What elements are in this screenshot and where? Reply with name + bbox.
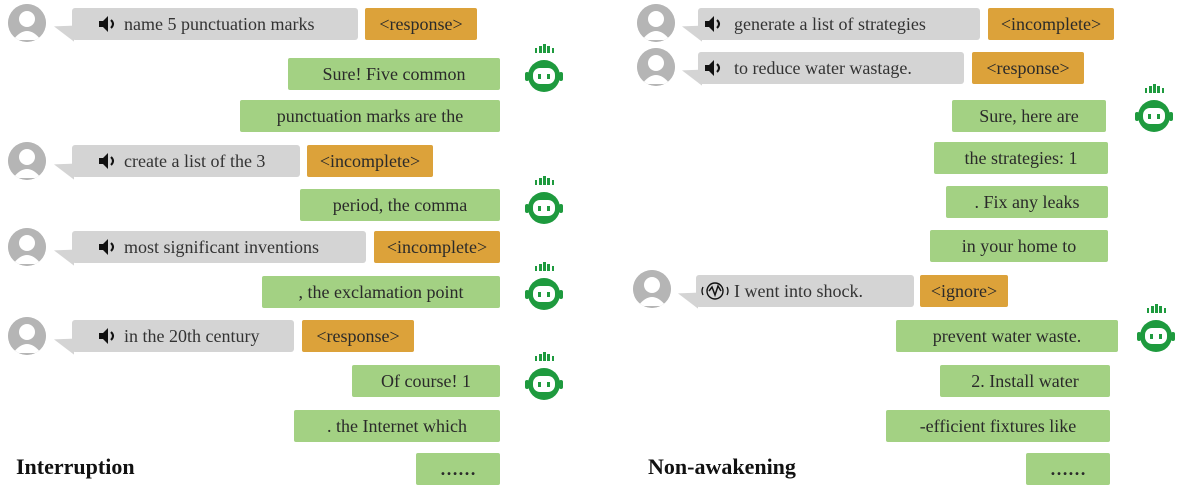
- speaker-icon: [99, 153, 114, 169]
- bot-bubble: prevent water waste.: [896, 320, 1118, 352]
- speaker-icon: [705, 16, 720, 32]
- bot-bubble: punctuation marks are the: [240, 100, 500, 132]
- user-text: in the 20th century: [124, 326, 260, 346]
- tag-badge: <incomplete>: [988, 8, 1114, 40]
- user-avatar: [8, 317, 46, 355]
- robot-icon: [1137, 304, 1175, 352]
- robot-avatar: [1132, 84, 1176, 134]
- audio-wave-icon: [701, 282, 729, 300]
- user-text: create a list of the 3: [124, 151, 266, 171]
- robot-avatar: [1134, 304, 1178, 354]
- bot-bubble: Of course! 1: [352, 365, 500, 397]
- bot-bubble: Sure! Five common: [288, 58, 500, 90]
- bot-bubble: 2. Install water: [940, 365, 1110, 397]
- user-bubble: I went into shock.: [696, 275, 914, 307]
- bot-bubble: in your home to: [930, 230, 1108, 262]
- tag-badge: <response>: [365, 8, 477, 40]
- panel-caption: Non-awakening: [648, 454, 796, 479]
- robot-icon: [1135, 84, 1173, 132]
- speaker-icon: [99, 239, 114, 255]
- robot-avatar: [522, 176, 566, 226]
- bot-bubble: Sure, here are: [952, 100, 1106, 132]
- speaker-icon: [99, 16, 114, 32]
- speaker-icon: [705, 60, 720, 76]
- robot-icon: [525, 262, 563, 310]
- tag-badge: <response>: [972, 52, 1084, 84]
- user-text: name 5 punctuation marks: [124, 14, 315, 34]
- user-avatar: [8, 4, 46, 42]
- user-avatar-icon: [637, 48, 675, 86]
- robot-icon: [525, 352, 563, 400]
- user-avatar: [637, 4, 675, 42]
- user-avatar-icon: [8, 317, 46, 355]
- user-avatar: [8, 228, 46, 266]
- panel-caption: Interruption: [16, 454, 135, 479]
- bot-bubble: . the Internet which: [294, 410, 500, 442]
- user-avatar-icon: [8, 228, 46, 266]
- user-bubble: generate a list of strategies: [698, 8, 980, 40]
- user-avatar-icon: [8, 4, 46, 42]
- user-avatar-icon: [633, 270, 671, 308]
- user-avatar: [8, 142, 46, 180]
- user-text: most significant inventions: [124, 237, 319, 257]
- robot-icon: [525, 176, 563, 224]
- user-bubble: most significant inventions: [72, 231, 366, 263]
- bot-bubble: . Fix any leaks: [946, 186, 1108, 218]
- robot-avatar: [522, 44, 566, 94]
- bot-bubble: -efficient fixtures like: [886, 410, 1110, 442]
- user-bubble: in the 20th century: [72, 320, 294, 352]
- tag-badge: <incomplete>: [307, 145, 433, 177]
- user-text: to reduce water wastage.: [734, 58, 912, 78]
- tag-badge: <incomplete>: [374, 231, 500, 263]
- user-avatar-icon: [637, 4, 675, 42]
- user-bubble: to reduce water wastage.: [698, 52, 964, 84]
- user-text: I went into shock.: [734, 281, 863, 301]
- user-bubble: create a list of the 3: [72, 145, 300, 177]
- bot-bubble: ……: [416, 453, 500, 485]
- bot-bubble: ……: [1026, 453, 1110, 485]
- tag-badge: <response>: [302, 320, 414, 352]
- user-avatar-icon: [8, 142, 46, 180]
- bot-bubble: , the exclamation point: [262, 276, 500, 308]
- robot-icon: [525, 44, 563, 92]
- speaker-icon: [99, 328, 114, 344]
- tag-badge: <ignore>: [920, 275, 1008, 307]
- user-text: generate a list of strategies: [734, 14, 926, 34]
- robot-avatar: [522, 262, 566, 312]
- bot-bubble: the strategies: 1: [934, 142, 1108, 174]
- robot-avatar: [522, 352, 566, 402]
- user-avatar: [633, 270, 671, 308]
- user-bubble: name 5 punctuation marks: [72, 8, 358, 40]
- user-avatar: [637, 48, 675, 86]
- bot-bubble: period, the comma: [300, 189, 500, 221]
